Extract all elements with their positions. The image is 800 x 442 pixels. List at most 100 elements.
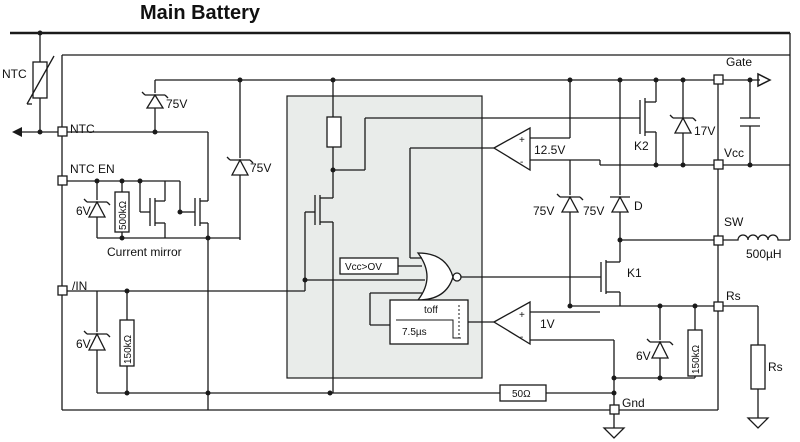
zener-75v-mid-label: 75V bbox=[250, 161, 271, 175]
zener-17v bbox=[669, 114, 697, 165]
pin-ntc-en bbox=[57, 175, 68, 186]
junction-dot bbox=[137, 178, 143, 184]
junction-dot bbox=[37, 129, 43, 135]
zener-75v-a bbox=[556, 193, 584, 306]
ntc-thermistor bbox=[26, 33, 55, 132]
gnd-symbol-rs bbox=[746, 417, 770, 429]
junction-dot bbox=[657, 303, 663, 309]
pin-ntc-label: NTC bbox=[70, 122, 95, 136]
inductor-label: 500µH bbox=[746, 247, 782, 261]
res-50-label: 50Ω bbox=[512, 389, 531, 400]
gate-arrow bbox=[757, 72, 772, 88]
comp-1v-plus: + bbox=[519, 310, 525, 321]
junction-dot bbox=[653, 77, 659, 83]
toff-label: toff bbox=[424, 305, 438, 316]
gnd-symbol bbox=[602, 427, 626, 439]
ntc-out-arrow bbox=[12, 127, 22, 137]
zener-17v-label: 17V bbox=[694, 124, 715, 138]
junction-dot bbox=[747, 77, 753, 83]
junction-dot bbox=[680, 162, 686, 168]
res-150k-in-label: 150kΩ bbox=[123, 334, 134, 364]
junction-dot bbox=[205, 390, 211, 396]
pin-gate bbox=[713, 74, 724, 85]
current-mirror-label: Current mirror bbox=[107, 245, 182, 259]
junction-dot bbox=[152, 129, 158, 135]
nor-gate bbox=[416, 252, 462, 301]
zener-75v-top-label: 75V bbox=[166, 97, 187, 111]
junction-dot bbox=[124, 288, 130, 294]
junction-dot bbox=[327, 390, 333, 396]
pin-ntc-en-label: NTC EN bbox=[70, 162, 115, 176]
k2-label: K2 bbox=[634, 139, 649, 153]
pin-sw-label: SW bbox=[724, 215, 744, 229]
junction-dot bbox=[119, 235, 125, 241]
k1-transistor bbox=[600, 260, 621, 306]
pin-sw bbox=[713, 235, 724, 246]
pin-vcc-label: Vcc bbox=[724, 146, 744, 160]
comp-12v5-minus: - bbox=[520, 157, 523, 168]
pin-gnd-label: Gnd bbox=[622, 396, 645, 410]
capacitor bbox=[740, 80, 760, 165]
pin-gate-label: Gate bbox=[726, 55, 752, 69]
diode-d-label: D bbox=[634, 199, 643, 213]
junction-dot bbox=[611, 375, 617, 381]
comp-1v-minus: - bbox=[520, 332, 523, 343]
pin-vcc bbox=[713, 159, 724, 170]
pin-rs bbox=[713, 301, 724, 312]
comparator-12v5 bbox=[492, 80, 601, 172]
res-500k-label: 500kΩ bbox=[118, 200, 129, 230]
ntc-thermistor-label: NTC bbox=[2, 67, 27, 81]
pin-ntc bbox=[57, 126, 68, 137]
comparator-1v bbox=[492, 300, 614, 346]
mirror-transistor-left bbox=[139, 181, 166, 238]
pin-in-label: /IN bbox=[72, 279, 87, 293]
zener-6v-en-label: 6V bbox=[76, 204, 91, 218]
junction-dot bbox=[692, 303, 698, 309]
junction-dot bbox=[37, 30, 43, 36]
junction-dot bbox=[567, 77, 573, 83]
vcc-ov-label: Vcc>OV bbox=[345, 262, 382, 273]
junction-dot bbox=[94, 178, 100, 184]
zener-6v-rs-label: 6V bbox=[636, 349, 651, 363]
junction-dot bbox=[124, 390, 130, 396]
pin-in bbox=[57, 285, 68, 296]
zener-75v-top bbox=[141, 80, 169, 132]
junction-dot bbox=[657, 375, 663, 381]
t-75us-label: 7.5µs bbox=[402, 327, 427, 338]
zener-6v-rs bbox=[646, 338, 674, 378]
junction-dot bbox=[680, 77, 686, 83]
comp-1v-label: 1V bbox=[540, 317, 555, 331]
junction-dot bbox=[119, 178, 125, 184]
res-rs-label: Rs bbox=[768, 360, 783, 374]
zener-6v-en bbox=[83, 181, 111, 238]
junction-dot bbox=[237, 77, 243, 83]
k1-label: K1 bbox=[627, 266, 642, 280]
ic-resistor bbox=[326, 116, 342, 148]
comp-12v5-label: 12.5V bbox=[534, 143, 565, 157]
main-battery-title: Main Battery bbox=[140, 2, 261, 24]
toff-timer-box bbox=[389, 299, 469, 345]
k2-transistor bbox=[639, 80, 657, 165]
junction-dot bbox=[611, 390, 617, 396]
pin-gnd bbox=[609, 404, 620, 415]
res-150k-rs-label: 150kΩ bbox=[691, 344, 702, 374]
zener-6v-in bbox=[83, 291, 111, 393]
zener-6v-in-label: 6V bbox=[76, 337, 91, 351]
mirror-transistor-right bbox=[179, 132, 209, 410]
zener-75v-b-label: 75V bbox=[583, 204, 604, 218]
diode-d bbox=[610, 195, 630, 262]
toff-pulse bbox=[396, 319, 461, 339]
ic-transistor bbox=[305, 193, 334, 393]
junction-dot bbox=[617, 77, 623, 83]
zener-75v-mid bbox=[226, 80, 254, 240]
junction-dot bbox=[330, 77, 336, 83]
inductor bbox=[723, 234, 790, 241]
comp-12v5-plus: + bbox=[519, 135, 525, 146]
junction-dot bbox=[177, 209, 183, 215]
res-rs bbox=[750, 344, 766, 390]
zener-75v-a-label: 75V bbox=[533, 204, 554, 218]
pin-rs-label: Rs bbox=[726, 289, 741, 303]
junction-dot bbox=[653, 162, 659, 168]
junction-dot bbox=[205, 235, 211, 241]
